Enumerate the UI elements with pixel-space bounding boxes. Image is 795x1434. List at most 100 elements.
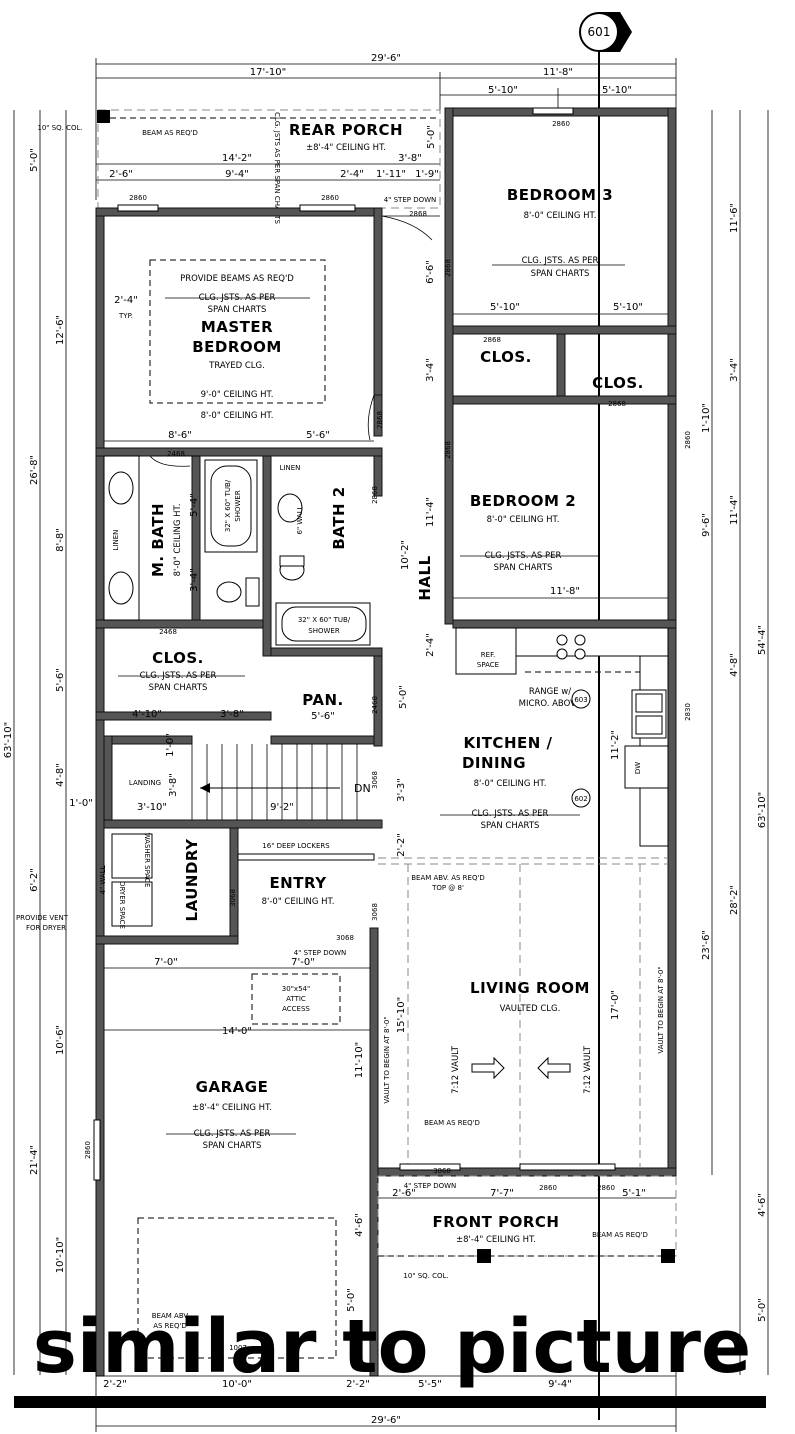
door-master: 2868 — [376, 411, 384, 429]
beam-req-front: BEAM AS REQ'D — [592, 1231, 648, 1239]
beam-req-living: BEAM AS REQ'D — [424, 1119, 480, 1127]
master-title-1: MASTER — [201, 318, 273, 336]
closet-main: CLOS. CLG. JSTS. AS PER SPAN CHARTS 2468… — [95, 628, 272, 721]
beam-abv-garage: BEAM ABV — [152, 1312, 189, 1320]
door-bath2: 2868 — [371, 486, 379, 504]
ref-space-2: SPACE — [477, 661, 499, 669]
tag-603: 603 — [574, 696, 587, 704]
dim-bottom-2-2b: 2'-2" — [346, 1379, 370, 1390]
dim-left-overall: 63'-10" — [3, 722, 14, 758]
door-entry: 3068 — [371, 903, 379, 921]
clos-main-joists2: SPAN CHARTS — [149, 683, 208, 693]
kitchen-joists: CLG. JSTS. AS PER — [472, 809, 549, 819]
stair-dn-label: DN — [354, 782, 371, 795]
master-bedroom: 2860 2860 PROVIDE BEAMS AS REQ'D CLG. JS… — [95, 194, 384, 457]
dim-clos-3-8: 3'-8" — [220, 709, 244, 720]
note-jsts-porch: CLG. JSTS AS PER SPAN CHARTS — [273, 112, 281, 224]
right-dimensions: 11'-6" 3'-4" 11'-4" 54'-4" 4'-8" 63'-10"… — [701, 110, 769, 1375]
vault-712-a: 7:12 VAULT — [451, 1045, 461, 1094]
dim-bed3-vert: 5'-0" — [426, 125, 437, 149]
master-bath: LINEN M. BATH 8'-0" CEILING HT. 32" X 60… — [95, 450, 272, 657]
dim-stair-3-8: 3'-8" — [168, 773, 179, 797]
door-clos-a: 2868 — [483, 336, 501, 344]
bedroom2-joists2: SPAN CHARTS — [494, 563, 553, 573]
dim-bottom-5-5: 5'-5" — [418, 1379, 442, 1390]
entry: 16" DEEP LOCKERS ENTRY 8'-0" CEILING HT.… — [229, 833, 407, 957]
laundry-title: LAUNDRY — [183, 838, 201, 922]
dim-garage-14-0: 14'-0" — [222, 1026, 252, 1037]
note-step-down-rear: 4" STEP DOWN — [384, 196, 437, 204]
watermark-text: similar to picture — [33, 1304, 751, 1390]
clos-a-title: CLOS. — [480, 348, 532, 366]
bath-2: LINEN 6" WALL BATH 2 2868 32" X 60" TUB/… — [270, 455, 383, 657]
entry-ceiling: 8'-0" CEILING HT. — [262, 897, 335, 907]
bedroom3-joists2: SPAN CHARTS — [531, 269, 590, 279]
bottom-dimensions: 2'-2" 10'-0" 2'-2" 5'-5" 9'-4" 29'-6" — [95, 1370, 677, 1432]
dim-master-typ-label: TYP. — [118, 312, 133, 320]
kitchen-joists2: SPAN CHARTS — [481, 821, 540, 831]
dim-right-living: 28'-2" — [729, 885, 740, 915]
closets-upper: CLOS. CLOS. 2868 2868 3'-4" — [425, 333, 677, 408]
dim-entry-2-2: 2'-2" — [396, 833, 407, 857]
dim-left-upper-total: 26'-8" — [29, 455, 40, 485]
ref-space: REF. — [481, 651, 495, 659]
door-laundry: 3068 — [229, 889, 237, 907]
dim-front-porch-5-1: 5'-1" — [622, 1188, 646, 1199]
rear-porch-ceiling: ±8'-4" CEILING HT. — [306, 143, 386, 153]
section-marker-label: 601 — [588, 25, 611, 39]
door-front: 3068 — [433, 1167, 451, 1175]
door-bed2-window: 2860 — [684, 431, 692, 449]
mbath-tub2: SHOWER — [234, 490, 242, 522]
kitchen-dining: REF. SPACE 2830 DW RANGE w/ MICRO. ABOVE… — [378, 627, 692, 865]
dim-bed2-right: 9'-6" — [701, 513, 712, 537]
bedroom3-ceiling: 8'-0" CEILING HT. — [524, 211, 597, 221]
door-clos-main: 2468 — [159, 628, 177, 636]
master-title-2: BEDROOM — [192, 338, 282, 356]
dim-top-right-a: 5'-10" — [488, 85, 518, 96]
landing-label: LANDING — [129, 779, 161, 787]
beam-abv-note: BEAM ABV. AS REQ'D — [411, 874, 485, 882]
dim-bed2-width: 11'-8" — [550, 586, 580, 597]
dim-bed3-width-a: 5'-10" — [490, 302, 520, 313]
mbath-tub: 32" X 60" TUB/ — [224, 479, 232, 532]
pan-title: PAN. — [302, 691, 343, 709]
tag-602: 602 — [574, 795, 587, 803]
dim-front-porch-7-7: 7'-7" — [490, 1188, 514, 1199]
master-beams-note: PROVIDE BEAMS AS REQ'D — [180, 274, 294, 284]
garage-joists: CLG. JSTS. AS PER — [194, 1129, 271, 1139]
entry-title: ENTRY — [269, 874, 327, 892]
dim-porch-c: 2'-4" — [340, 169, 364, 180]
door-bed2: 2868 — [444, 441, 452, 459]
bedroom3-title: BEDROOM 3 — [507, 186, 613, 204]
washer-space: WASHER SPACE — [143, 833, 151, 888]
dim-kitchen-11-2: 11'-2" — [610, 730, 621, 760]
dim-left-garage-upper: 10'-6" — [55, 1025, 66, 1055]
master-ceiling-a: 9'-0" CEILING HT. — [201, 390, 274, 400]
dim-stair-3-3: 3'-3" — [396, 778, 407, 802]
dim-right-overall: 63'-10" — [757, 792, 768, 828]
dim-master-b: 5'-6" — [306, 430, 330, 441]
garage-title: GARAGE — [196, 1078, 269, 1096]
watermark: similar to picture — [14, 1304, 766, 1408]
bedroom2-ceiling: 8'-0" CEILING HT. — [487, 515, 560, 525]
living-ceiling: VAULTED CLG. — [500, 1004, 561, 1014]
bedroom2-title: BEDROOM 2 — [470, 492, 576, 510]
dim-garage-7-0b: 7'-0" — [291, 957, 315, 968]
dim-right-kitchen: 4'-8" — [729, 653, 740, 677]
dim-pan-5-6: 5'-6" — [311, 711, 335, 722]
dim-porch-e: 1'-11" — [376, 169, 406, 180]
door-bed3: 2868 — [444, 259, 452, 277]
hall: HALL 10'-2" 2'-4" — [400, 540, 436, 657]
garage-ceiling: ±8'-4" CEILING HT. — [192, 1103, 272, 1113]
kitchen-title-1: KITCHEN / — [464, 734, 553, 752]
bath2-tub2: SHOWER — [308, 627, 340, 635]
master-ceiling-b: 8'-0" CEILING HT. — [201, 411, 274, 421]
dim-living-15-10: 15'-10" — [396, 997, 407, 1033]
dim-left-master: 12'-6" — [55, 315, 66, 345]
dim-porch-b: 9'-4" — [225, 169, 249, 180]
dim-porch-d: 3'-8" — [398, 153, 422, 164]
bath2-wall: 6" WALL — [296, 505, 304, 534]
dim-stair-9-2: 9'-2" — [270, 802, 294, 813]
dim-living-17-0: 17'-0" — [610, 990, 621, 1020]
front-porch-ceiling: ±8'-4" CEILING HT. — [456, 1235, 536, 1245]
